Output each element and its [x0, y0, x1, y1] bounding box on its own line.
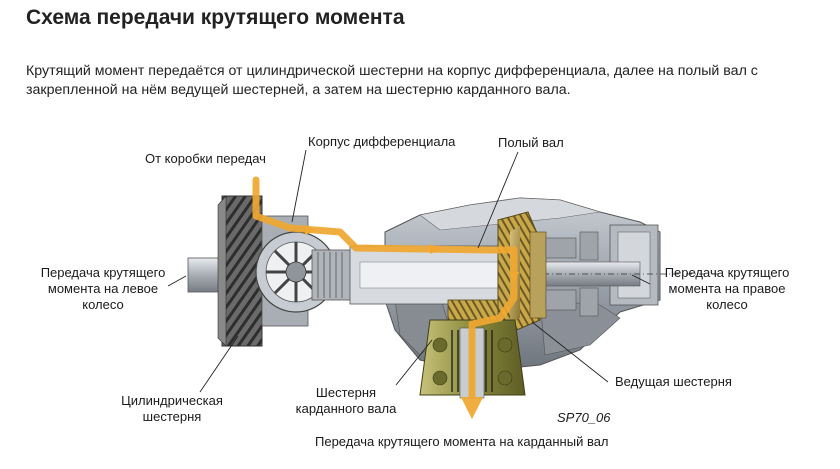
hollow-shaft-part: [349, 245, 526, 305]
page-title: Схема передачи крутящего момента: [26, 6, 405, 29]
label-spur-gear: Цилиндрическая шестерня: [121, 393, 223, 424]
label-prop-shaft-output: Передача крутящего момента на карданный …: [315, 434, 609, 449]
label-drive-gear: Ведущая шестерня: [615, 374, 732, 389]
label-prop-gear: Шестерня карданного вала: [295, 385, 397, 416]
label-diff-housing: Корпус дифференциала: [308, 134, 456, 149]
label-right-wheel: Передача крутящего момента на правое кол…: [664, 265, 790, 312]
leader-lines: [167, 149, 651, 393]
label-left-wheel: Передача крутящего момента на левое коле…: [40, 265, 166, 312]
label-from-gearbox: От коробки передач: [145, 151, 266, 166]
torque-flow-arrow: [252, 176, 518, 420]
figure-code: SP70_06: [557, 410, 611, 425]
torque-flow-markers: [305, 225, 519, 283]
description-text: Крутящий момент передаётся от цилиндриче…: [26, 63, 758, 98]
label-hollow-shaft: Полый вал: [498, 135, 564, 150]
